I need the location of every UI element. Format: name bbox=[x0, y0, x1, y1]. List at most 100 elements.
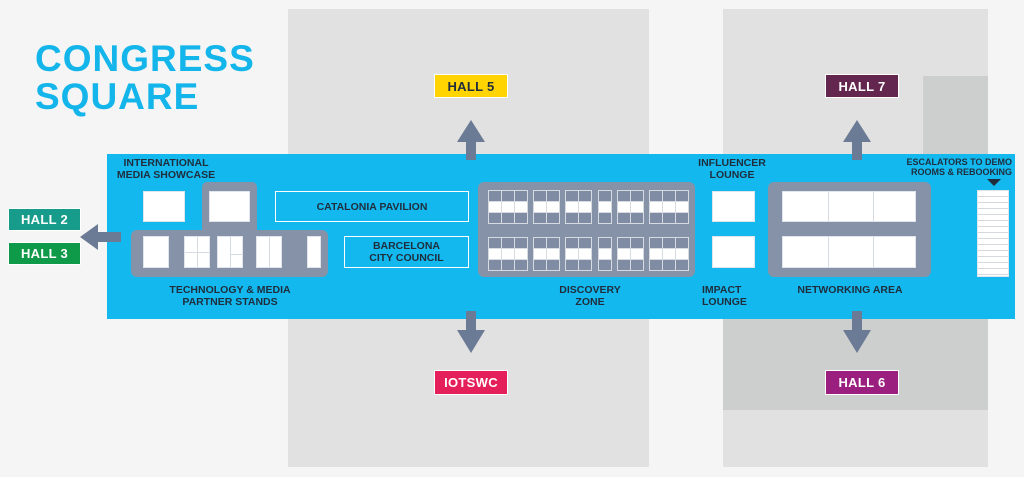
barcelona-city-council[interactable]: BARCELONA CITY COUNCIL bbox=[344, 236, 469, 268]
discovery-stand-cell bbox=[515, 191, 527, 201]
discovery-stand-cell bbox=[534, 238, 546, 248]
discovery-stand-cell bbox=[502, 191, 514, 201]
hall-6-button[interactable]: HALL 6 bbox=[825, 370, 899, 395]
hall-5-label: HALL 5 bbox=[447, 78, 495, 94]
influencer-lounge[interactable] bbox=[712, 191, 755, 222]
networking-table[interactable] bbox=[782, 236, 916, 268]
media-showcase-stand[interactable] bbox=[209, 191, 250, 222]
hall-2-button[interactable]: HALL 2 bbox=[8, 208, 81, 231]
discovery-stand-cell bbox=[579, 249, 591, 259]
discovery-stand-cell bbox=[631, 213, 643, 223]
discovery-stand[interactable] bbox=[649, 190, 689, 224]
discovery-stand-cell bbox=[650, 213, 662, 223]
discovery-stand-cell bbox=[502, 213, 514, 223]
discovery-stand-cell bbox=[676, 213, 688, 223]
discovery-stand-cell bbox=[566, 213, 578, 223]
discovery-stand-cell bbox=[489, 191, 501, 201]
discovery-stand[interactable] bbox=[649, 237, 689, 271]
discovery-stand-cell bbox=[547, 249, 559, 259]
media-showcase-stand[interactable] bbox=[143, 191, 185, 222]
discovery-stand-cell bbox=[631, 202, 643, 212]
label-networking-area: NETWORKING AREA bbox=[797, 284, 903, 296]
discovery-stand-cell bbox=[663, 202, 675, 212]
arrow-left-icon bbox=[80, 224, 121, 250]
discovery-stand-cell bbox=[676, 260, 688, 270]
discovery-stand-cell bbox=[502, 238, 514, 248]
discovery-stand-cell bbox=[489, 260, 501, 270]
hall-6-label: HALL 6 bbox=[838, 375, 886, 390]
discovery-stand-cell bbox=[515, 260, 527, 270]
discovery-stand-cell bbox=[566, 249, 578, 259]
discovery-stand[interactable] bbox=[565, 237, 592, 271]
discovery-stand-cell bbox=[599, 191, 611, 201]
discovery-stand-cell bbox=[547, 260, 559, 270]
discovery-stand-cell bbox=[547, 191, 559, 201]
discovery-stand-cell bbox=[489, 238, 501, 248]
discovery-stand[interactable] bbox=[598, 190, 612, 224]
discovery-stand-cell bbox=[579, 213, 591, 223]
discovery-stand-cell bbox=[502, 260, 514, 270]
arrow-down-icon bbox=[843, 311, 871, 353]
partner-stand[interactable] bbox=[217, 236, 243, 268]
discovery-stand-cell bbox=[489, 213, 501, 223]
discovery-stand-cell bbox=[579, 191, 591, 201]
label-tech-media-partner-stands: TECHNOLOGY & MEDIA PARTNER STANDS bbox=[169, 284, 291, 308]
hall-7-button[interactable]: HALL 7 bbox=[825, 74, 899, 98]
discovery-stand[interactable] bbox=[533, 190, 560, 224]
discovery-stand-cell bbox=[515, 202, 527, 212]
discovery-stand-cell bbox=[618, 202, 630, 212]
discovery-stand-cell bbox=[502, 249, 514, 259]
discovery-stand[interactable] bbox=[598, 237, 612, 271]
discovery-stand-cell bbox=[650, 260, 662, 270]
discovery-stand-cell bbox=[566, 260, 578, 270]
discovery-stand-cell bbox=[515, 213, 527, 223]
discovery-stand-cell bbox=[566, 191, 578, 201]
partner-stand[interactable] bbox=[307, 236, 321, 268]
discovery-stand-cell bbox=[650, 238, 662, 248]
escalators[interactable] bbox=[977, 190, 1009, 277]
discovery-stand-cell bbox=[547, 238, 559, 248]
iotswc-button[interactable]: IOTSWC bbox=[434, 370, 508, 395]
label-influencer-lounge: INFLUENCER LOUNGE bbox=[698, 157, 766, 181]
discovery-stand-cell bbox=[599, 213, 611, 223]
discovery-stand[interactable] bbox=[565, 190, 592, 224]
discovery-stand[interactable] bbox=[533, 237, 560, 271]
discovery-stand-cell bbox=[631, 191, 643, 201]
discovery-stand-cell bbox=[489, 249, 501, 259]
discovery-stand[interactable] bbox=[617, 190, 644, 224]
discovery-stand-cell bbox=[650, 191, 662, 201]
triangle-down-icon bbox=[987, 179, 1001, 186]
discovery-stand[interactable] bbox=[617, 237, 644, 271]
label-discovery-zone: DISCOVERY ZONE bbox=[559, 284, 621, 308]
discovery-stand[interactable] bbox=[488, 190, 528, 224]
hall-2-label: HALL 2 bbox=[20, 212, 69, 227]
discovery-stand-cell bbox=[534, 213, 546, 223]
discovery-stand-cell bbox=[676, 238, 688, 248]
discovery-stand-cell bbox=[515, 249, 527, 259]
impact-lounge[interactable] bbox=[712, 236, 755, 268]
discovery-stand-cell bbox=[489, 202, 501, 212]
discovery-stand-cell bbox=[547, 213, 559, 223]
partner-stand[interactable] bbox=[143, 236, 169, 268]
discovery-stand-cell bbox=[663, 191, 675, 201]
building-annex-top bbox=[923, 76, 988, 156]
hall-3-button[interactable]: HALL 3 bbox=[8, 242, 81, 265]
discovery-stand-cell bbox=[663, 238, 675, 248]
discovery-stand-cell bbox=[631, 238, 643, 248]
partner-stand[interactable] bbox=[256, 236, 282, 268]
discovery-stand-cell bbox=[534, 260, 546, 270]
discovery-stand-cell bbox=[663, 260, 675, 270]
label-barcelona-city-council: BARCELONA CITY COUNCIL bbox=[369, 240, 444, 264]
title-line-2: SQUARE bbox=[35, 76, 200, 117]
hall-5-button[interactable]: HALL 5 bbox=[434, 74, 508, 98]
discovery-stand[interactable] bbox=[488, 237, 528, 271]
discovery-stand-cell bbox=[599, 260, 611, 270]
discovery-stand-cell bbox=[547, 202, 559, 212]
discovery-stand-cell bbox=[599, 202, 611, 212]
partner-stand[interactable] bbox=[184, 236, 210, 268]
catalonia-pavilion[interactable]: CATALONIA PAVILION bbox=[275, 191, 469, 222]
discovery-stand-cell bbox=[618, 260, 630, 270]
discovery-stand-cell bbox=[618, 213, 630, 223]
discovery-stand-cell bbox=[579, 202, 591, 212]
networking-table[interactable] bbox=[782, 191, 916, 222]
